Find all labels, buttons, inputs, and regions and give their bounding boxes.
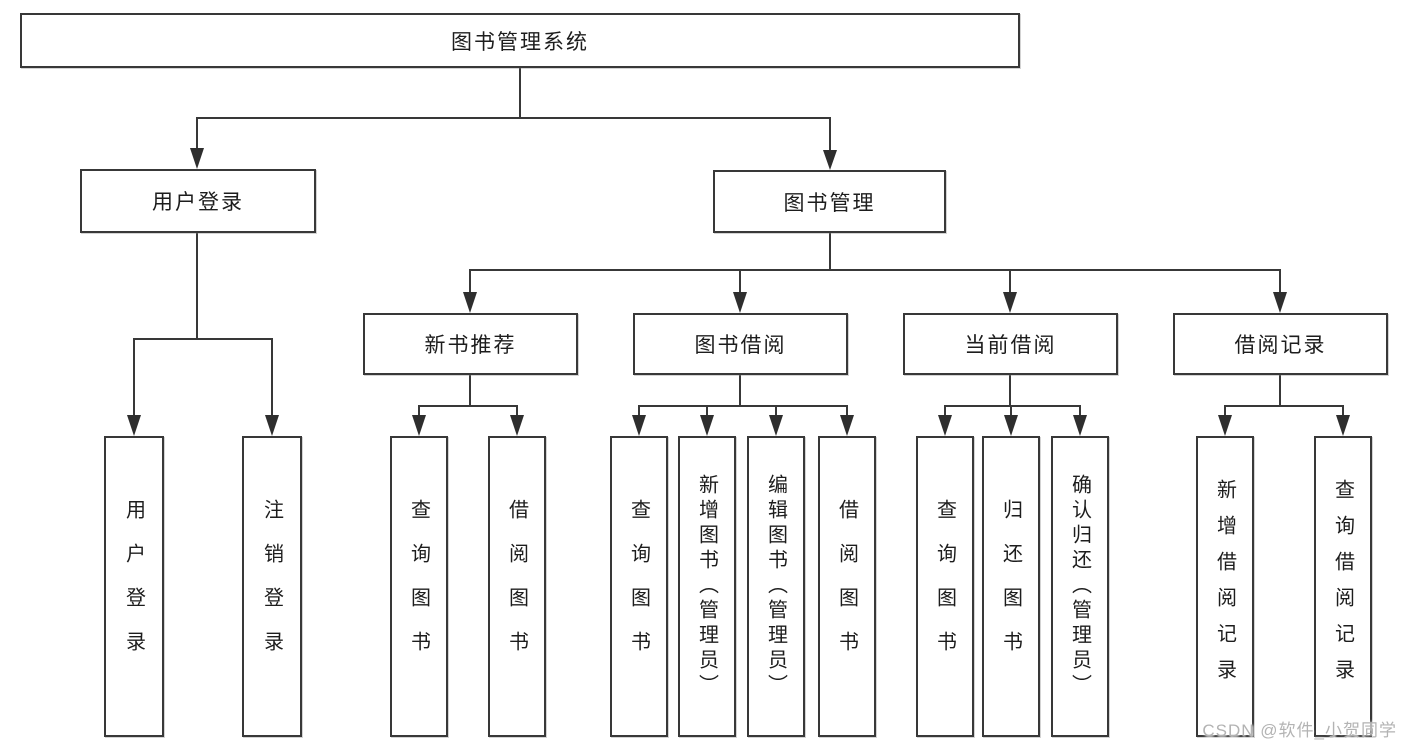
arrowhead-icon xyxy=(1004,415,1018,436)
node-leaf-borrow-books-borrowing: 借阅图书 xyxy=(818,436,876,737)
node-leaf-query-books-current: 查询图书 xyxy=(916,436,974,737)
arrowhead-icon xyxy=(840,415,854,436)
connector-book-management-to-level3 xyxy=(469,232,1281,294)
node-leaf-logout-label: 注销登录 xyxy=(260,498,283,675)
node-leaf-confirm-return-admin-label: 确认归还（管理员） xyxy=(1068,474,1091,699)
node-current-borrowing: 当前借阅 xyxy=(903,313,1118,375)
node-new-book-recommend-label: 新书推荐 xyxy=(424,334,517,357)
node-leaf-add-borrow-record: 新增借阅记录 xyxy=(1196,436,1254,737)
arrowhead-icon xyxy=(265,415,279,436)
node-borrowing-records-label: 借阅记录 xyxy=(1234,334,1327,357)
arrowhead-icon xyxy=(463,292,477,313)
node-leaf-user-login: 用户登录 xyxy=(104,436,164,737)
node-leaf-add-borrow-record-label: 新增借阅记录 xyxy=(1213,478,1236,695)
arrowhead-icon xyxy=(700,415,714,436)
node-leaf-return-book: 归还图书 xyxy=(982,436,1040,737)
watermark: CSDN @软件_小贺同学 xyxy=(1202,721,1397,740)
node-leaf-query-books-borrowing: 查询图书 xyxy=(610,436,668,737)
connector-new-book-recommend-to-leaves xyxy=(418,374,518,417)
arrowhead-icon xyxy=(412,415,426,436)
node-book-management-label: 图书管理 xyxy=(783,191,876,215)
arrowhead-icon xyxy=(632,415,646,436)
arrowhead-icon xyxy=(510,415,524,436)
arrowhead-group xyxy=(127,148,1350,436)
arrowhead-icon xyxy=(938,415,952,436)
arrowhead-icon xyxy=(190,148,204,169)
arrowhead-icon xyxy=(733,292,747,313)
connector-book-borrowing-to-leaves xyxy=(638,374,848,417)
node-new-book-recommend: 新书推荐 xyxy=(363,313,578,375)
arrowhead-icon xyxy=(1073,415,1087,436)
node-leaf-add-book-admin: 新增图书（管理员） xyxy=(678,436,736,737)
connector-root-to-level2 xyxy=(196,67,831,151)
node-library-system: 图书管理系统 xyxy=(20,13,1020,68)
node-leaf-borrow-books-recommend-label: 借阅图书 xyxy=(505,498,528,675)
arrowhead-icon xyxy=(127,415,141,436)
node-leaf-query-books-recommend-label: 查询图书 xyxy=(407,498,430,675)
node-leaf-borrow-books-borrowing-label: 借阅图书 xyxy=(835,498,858,675)
node-leaf-add-book-admin-label: 新增图书（管理员） xyxy=(695,474,718,699)
arrowhead-icon xyxy=(1336,415,1350,436)
node-leaf-edit-book-admin: 编辑图书（管理员） xyxy=(747,436,805,737)
node-leaf-query-borrow-record: 查询借阅记录 xyxy=(1314,436,1372,737)
node-book-management: 图书管理 xyxy=(713,170,946,233)
node-leaf-return-book-label: 归还图书 xyxy=(999,498,1022,675)
node-current-borrowing-label: 当前借阅 xyxy=(964,334,1057,357)
node-library-system-label: 图书管理系统 xyxy=(451,30,589,54)
connector-user-login-to-leaves xyxy=(133,232,273,417)
node-book-borrowing-label: 图书借阅 xyxy=(694,334,787,357)
arrowhead-icon xyxy=(1218,415,1232,436)
node-leaf-query-books-borrowing-label: 查询图书 xyxy=(627,498,650,675)
node-leaf-query-books-current-label: 查询图书 xyxy=(933,498,956,675)
node-user-login-label: 用户登录 xyxy=(152,191,244,214)
arrowhead-icon xyxy=(1273,292,1287,313)
node-leaf-user-login-label: 用户登录 xyxy=(122,498,145,675)
node-user-login: 用户登录 xyxy=(80,169,316,233)
connector-borrowing-records-to-leaves xyxy=(1224,374,1344,417)
connector-current-borrowing-to-leaves xyxy=(944,374,1081,417)
node-leaf-query-books-recommend: 查询图书 xyxy=(390,436,448,737)
node-leaf-confirm-return-admin: 确认归还（管理员） xyxy=(1051,436,1109,737)
node-book-borrowing: 图书借阅 xyxy=(633,313,848,375)
node-borrowing-records: 借阅记录 xyxy=(1173,313,1388,375)
arrowhead-icon xyxy=(769,415,783,436)
node-leaf-edit-book-admin-label: 编辑图书（管理员） xyxy=(764,474,787,699)
node-leaf-logout: 注销登录 xyxy=(242,436,302,737)
node-leaf-query-borrow-record-label: 查询借阅记录 xyxy=(1331,478,1354,695)
node-leaf-borrow-books-recommend: 借阅图书 xyxy=(488,436,546,737)
arrowhead-icon xyxy=(823,150,837,170)
arrowhead-icon xyxy=(1003,292,1017,313)
